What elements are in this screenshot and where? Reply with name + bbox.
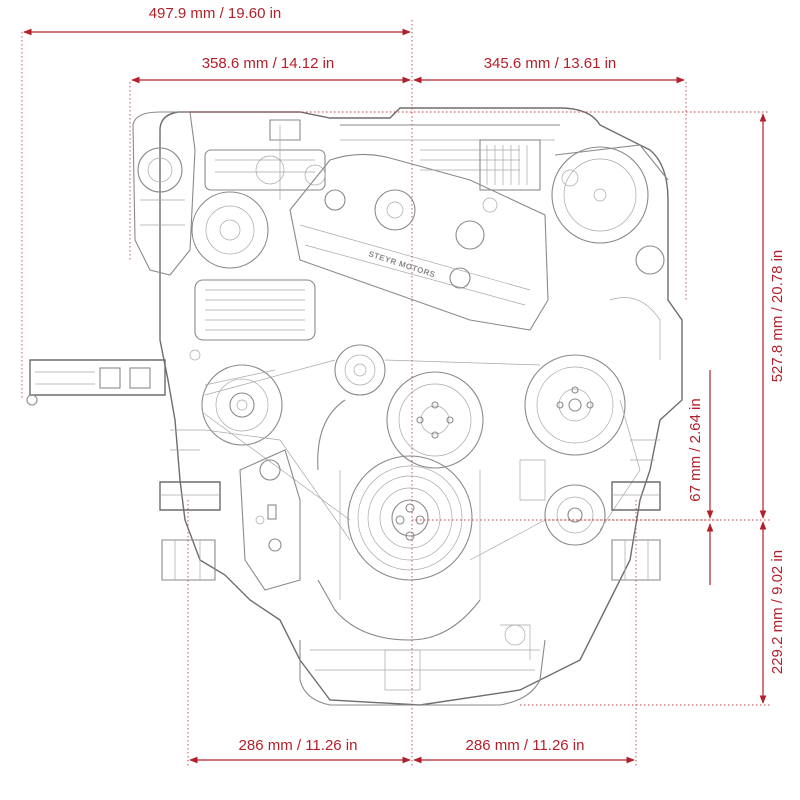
engine-front-view-drawing: STEYR MOTORS (26, 107, 683, 706)
overall-height-label: 527.8 mm / 20.78 in (769, 250, 786, 383)
crank-height-label: 229.2 mm / 9.02 in (769, 550, 786, 674)
left-half-width-label: 358.6 mm / 14.12 in (202, 55, 335, 72)
overall-width-label: 497.9 mm / 19.60 in (149, 5, 282, 22)
left-mount-width-label: 286 mm / 11.26 in (239, 737, 358, 754)
crank-offset-label: 67 mm / 2.64 in (687, 398, 704, 501)
dimension-lines (21, 20, 770, 768)
right-half-width-label: 345.6 mm / 13.61 in (484, 55, 617, 72)
right-mount-width-label: 286 mm / 11.26 in (466, 737, 585, 754)
